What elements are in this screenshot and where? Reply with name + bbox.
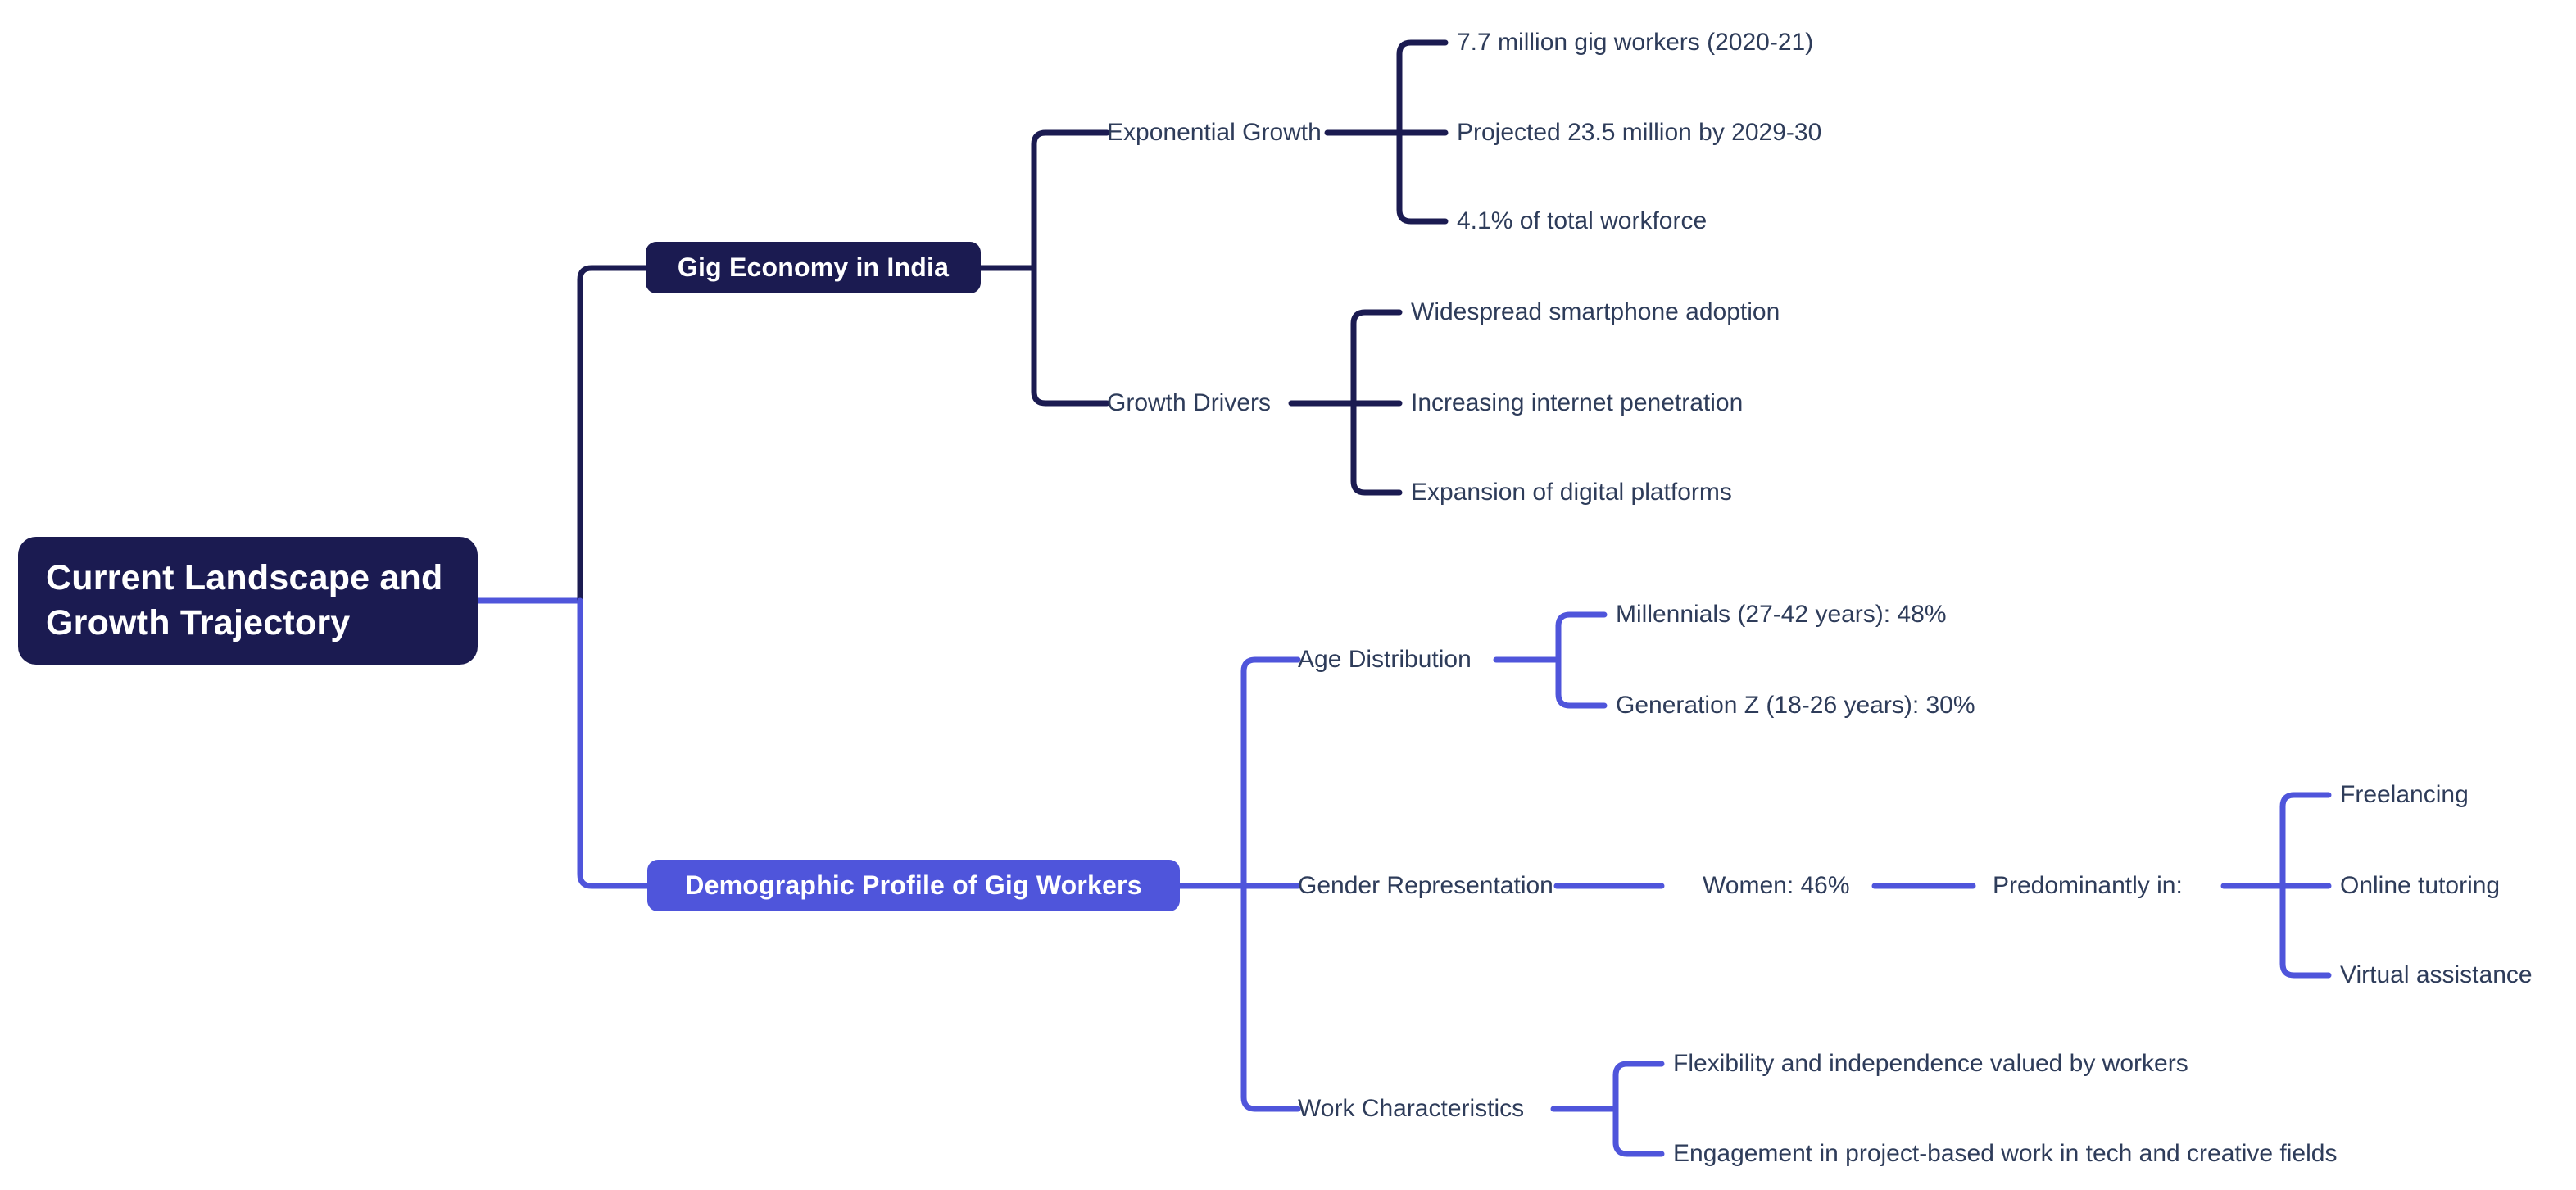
node-women-share[interactable]: Women: 46%: [1703, 872, 1850, 899]
edge-branch-a-bracket: [1031, 129, 1110, 407]
edge-trunk-upper: [577, 265, 649, 604]
edge-growth-drivers-bracket: [1350, 309, 1403, 496]
edge-exponential-growth-bracket: [1396, 39, 1449, 225]
branch-node-demographic-profile-of-gig-workers[interactable]: Demographic Profile of Gig Workers: [647, 860, 1180, 911]
leaf-online-tutoring[interactable]: Online tutoring: [2340, 872, 2501, 899]
branch-node-gig-economy-in-india[interactable]: Gig Economy in India: [646, 242, 981, 293]
leaf-internet-penetration[interactable]: Increasing internet penetration: [1411, 389, 1744, 416]
leaf-virtual-assistance[interactable]: Virtual assistance: [2340, 961, 2533, 988]
node-work-characteristics[interactable]: Work Characteristics: [1298, 1095, 1525, 1122]
edge-work-characteristics-bracket: [1612, 1061, 1665, 1157]
leaf-millennials[interactable]: Millennials (27-42 years): 48%: [1616, 601, 1947, 628]
leaf-generation-z[interactable]: Generation Z (18-26 years): 30%: [1616, 692, 1975, 719]
edge-branch-b-bracket: [1240, 656, 1301, 1112]
node-exponential-growth[interactable]: Exponential Growth: [1107, 119, 1322, 146]
leaf-digital-platforms[interactable]: Expansion of digital platforms: [1411, 479, 1732, 506]
leaf-projected-2029-30[interactable]: Projected 23.5 million by 2029-30: [1457, 119, 1822, 146]
leaf-smartphone-adoption[interactable]: Widespread smartphone adoption: [1411, 298, 1780, 325]
edge-age-distribution-bracket: [1555, 611, 1608, 709]
leaf-freelancing[interactable]: Freelancing: [2340, 781, 2469, 808]
edge-trunk-lower: [577, 597, 651, 889]
branch-node-label: Gig Economy in India: [677, 252, 950, 282]
leaf-gig-workers-2020-21[interactable]: 7.7 million gig workers (2020-21): [1457, 29, 1814, 56]
leaf-flexibility-independence[interactable]: Flexibility and independence valued by w…: [1673, 1050, 2188, 1077]
node-predominantly-in[interactable]: Predominantly in:: [1993, 872, 2183, 899]
edge-predominantly-in-bracket: [2279, 792, 2332, 979]
node-growth-drivers[interactable]: Growth Drivers: [1107, 389, 1272, 416]
branch-node-label: Demographic Profile of Gig Workers: [685, 870, 1142, 900]
node-age-distribution[interactable]: Age Distribution: [1298, 646, 1472, 673]
leaf-project-based-work[interactable]: Engagement in project-based work in tech…: [1673, 1140, 2338, 1167]
node-gender-representation[interactable]: Gender Representation: [1298, 872, 1553, 899]
leaf-share-of-workforce[interactable]: 4.1% of total workforce: [1457, 207, 1708, 234]
